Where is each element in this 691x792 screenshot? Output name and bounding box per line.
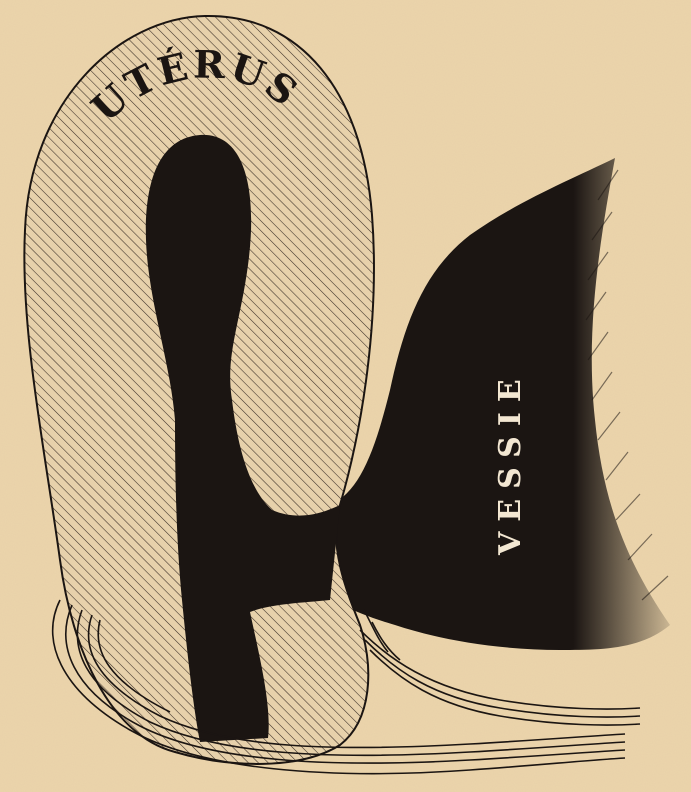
vessie-label: VESSIE <box>493 369 528 556</box>
